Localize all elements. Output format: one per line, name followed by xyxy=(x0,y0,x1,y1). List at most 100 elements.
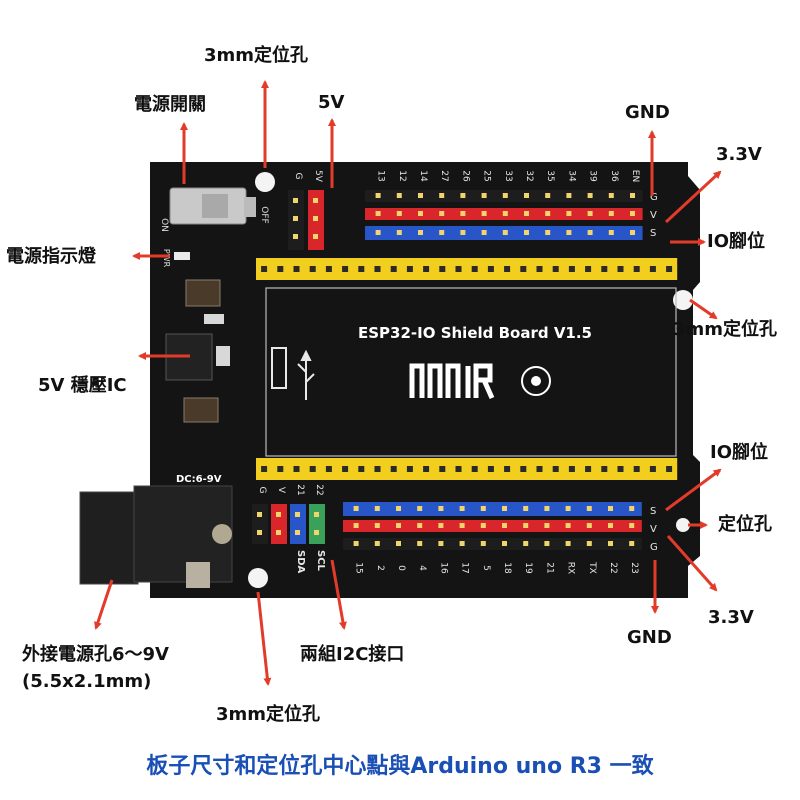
header-bottom-socket xyxy=(649,466,656,472)
header-bottom-socket xyxy=(617,466,624,472)
power-led xyxy=(174,252,190,260)
pin5v-pin xyxy=(293,216,298,221)
silk-bottom-pin: RX xyxy=(566,562,576,574)
header-top-socket xyxy=(601,266,608,272)
silk-bottom-pin: 18 xyxy=(502,562,512,574)
header-top-socket xyxy=(406,266,413,272)
bot-s-row-pin xyxy=(544,506,550,511)
pin5v-pin xyxy=(293,234,298,239)
header-bottom-socket xyxy=(504,466,511,472)
bot-v-row-pin xyxy=(629,523,635,528)
bot-gnd-row-pin xyxy=(396,541,401,546)
top-s-row-pin xyxy=(545,230,551,235)
label-33v-top: 3.3V xyxy=(716,144,762,165)
header-top-body xyxy=(256,258,678,280)
header-top-socket xyxy=(358,266,365,272)
header-top-socket xyxy=(325,266,332,272)
i2c-col xyxy=(290,504,306,544)
silk-5v-col: G xyxy=(293,173,303,180)
bot-v-row-pin xyxy=(459,523,465,528)
bot-v-row-pin xyxy=(374,523,380,528)
header-top-socket xyxy=(261,266,268,272)
i2c-pin xyxy=(257,512,262,517)
i2c-pin xyxy=(295,512,300,517)
silk-row-tag: S xyxy=(650,506,656,517)
regulator-tab xyxy=(216,346,230,366)
silk-row-tag: V xyxy=(650,524,657,535)
arrow-io-bottom xyxy=(665,468,722,512)
arrow-33v-top xyxy=(664,170,722,224)
bot-v-row-pin xyxy=(417,523,423,528)
label-33v-bottom: 3.3V xyxy=(708,607,754,628)
top-s-row-pin xyxy=(502,230,508,235)
silk-off: OFF xyxy=(259,206,269,223)
header-bottom-body xyxy=(256,458,678,480)
label-gnd-top: GND xyxy=(625,102,670,123)
top-s-row-pin xyxy=(630,230,635,235)
bot-v-row-pin xyxy=(586,523,592,528)
arrow-mount-right xyxy=(689,298,718,320)
top-v-row-pin xyxy=(545,211,551,216)
silk-top-pin: 12 xyxy=(397,170,407,181)
header-top-socket xyxy=(617,266,624,272)
header-bottom-socket xyxy=(455,466,462,472)
top-gnd-row-pin xyxy=(502,193,508,198)
bot-s-row-pin xyxy=(565,506,571,511)
header-top-socket xyxy=(633,266,640,272)
pin5v-pin xyxy=(313,216,318,221)
top-s-row-pin xyxy=(481,230,487,235)
header-bottom-socket xyxy=(309,466,316,472)
bot-s-row-pin xyxy=(629,506,635,511)
bot-gnd-row-pin xyxy=(608,541,613,546)
arrow-mount-bottom xyxy=(256,591,272,686)
i2c-pin xyxy=(257,530,262,535)
header-bottom-socket xyxy=(536,466,543,472)
header-bottom-socket xyxy=(585,466,592,472)
header-bottom-socket xyxy=(601,466,608,472)
bot-gnd-row-pin xyxy=(523,541,529,546)
silk-bottom-pin: 4 xyxy=(417,565,427,571)
top-v-row-pin xyxy=(566,211,572,216)
silk-bottom-pin: 16 xyxy=(438,562,448,574)
header-bottom-socket xyxy=(277,466,284,472)
top-v-row-pin xyxy=(460,211,466,216)
silk-top-pin: 39 xyxy=(588,170,598,182)
silk-bottom-pin: TX xyxy=(587,561,597,574)
silk-bottom-pin: 5 xyxy=(481,565,491,571)
bot-v-row-pin xyxy=(480,523,486,528)
label-mount-bottom: 3mm定位孔 xyxy=(216,704,321,725)
bot-s-row-pin xyxy=(608,506,613,511)
bot-v-row-pin xyxy=(565,523,571,528)
label-io-bottom: IO腳位 xyxy=(710,442,768,463)
label-power-switch: 電源開關 xyxy=(134,94,206,115)
silk-pwr: PWR xyxy=(162,249,171,268)
bot-s-row-pin xyxy=(417,506,423,511)
silk-row-tag: G xyxy=(650,542,658,553)
header-top-socket xyxy=(666,266,673,272)
top-s-row-pin xyxy=(460,230,466,235)
i2c-col xyxy=(309,504,325,544)
silk-top-pin: 27 xyxy=(439,170,449,181)
bot-gnd-row-pin xyxy=(438,541,444,546)
header-top-socket xyxy=(536,266,543,272)
label-dc-jack-1: 外接電源孔6～9V xyxy=(22,644,169,665)
top-gnd-row-pin xyxy=(545,193,551,198)
mount-hole-right xyxy=(673,290,693,310)
top-v-row-pin xyxy=(630,211,635,216)
bot-s-row-pin xyxy=(374,506,380,511)
bot-gnd-row-pin xyxy=(586,541,592,546)
silk-bottom-pin: 17 xyxy=(460,562,470,573)
silk-top-pin: EN xyxy=(630,170,640,182)
top-s-row-pin xyxy=(418,230,423,235)
i2c-pin xyxy=(314,512,319,517)
header-top-socket xyxy=(568,266,575,272)
header-bottom-socket xyxy=(390,466,397,472)
bot-gnd-row-pin xyxy=(544,541,550,546)
header-top-socket xyxy=(504,266,511,272)
silk-i2c-col: V xyxy=(276,487,286,494)
top-v-row-pin xyxy=(439,211,445,216)
pin5v-pin xyxy=(313,234,318,239)
bot-gnd-row-pin xyxy=(480,541,486,546)
